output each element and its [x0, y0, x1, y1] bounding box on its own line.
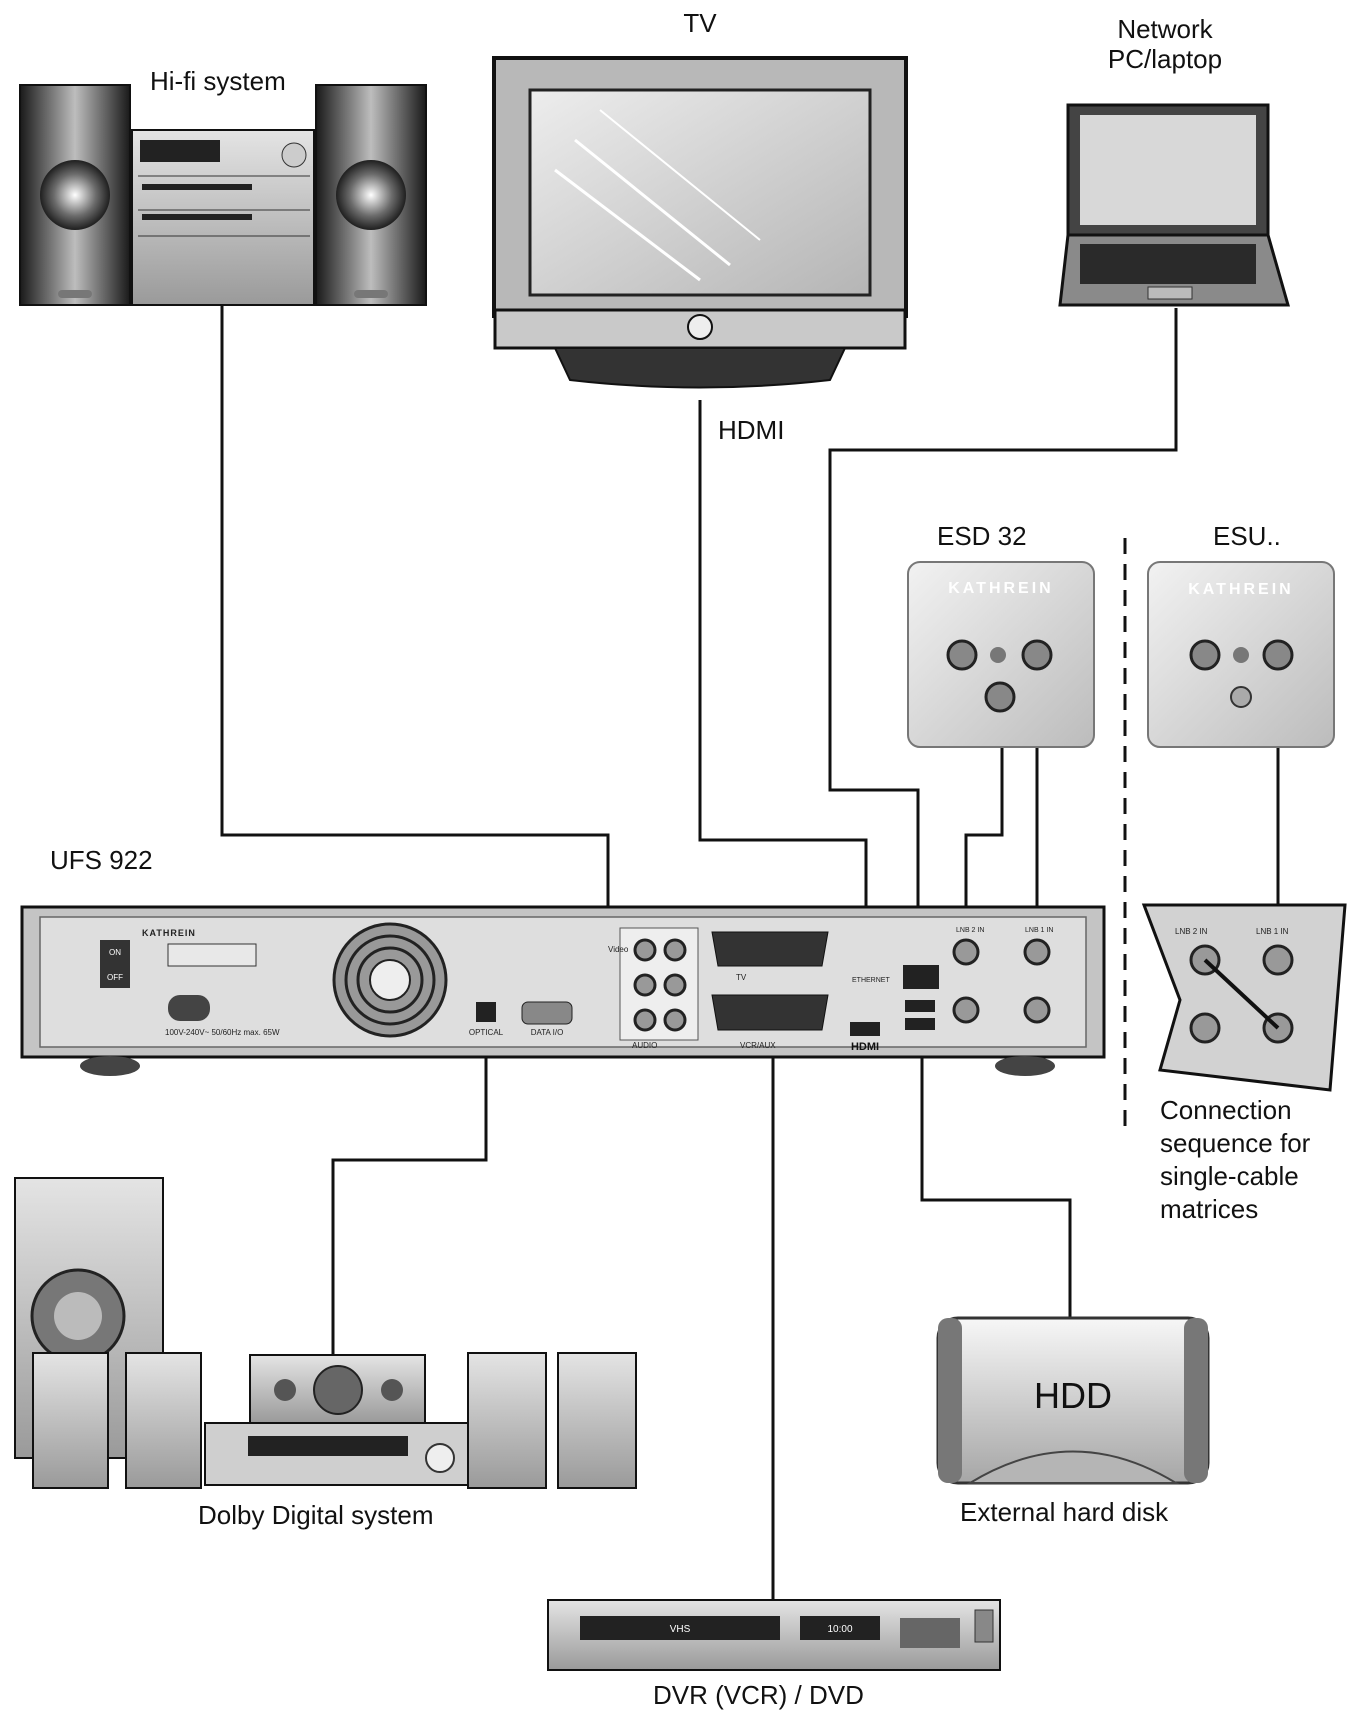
label-ufs922: UFS 922 — [50, 845, 153, 875]
cable-optical — [331, 1010, 488, 1358]
svg-text:100V-240V~ 50/60Hz max. 65W: 100V-240V~ 50/60Hz max. 65W — [165, 1028, 280, 1037]
label-hdmi: HDMI — [718, 415, 785, 445]
esu-socket: KATHREIN — [1147, 561, 1335, 748]
svg-text:TV: TV — [736, 973, 747, 982]
cable-esd-lnb2 — [964, 718, 1004, 925]
svg-text:AUDIO: AUDIO — [632, 1041, 657, 1050]
svg-text:HDMI: HDMI — [851, 1041, 879, 1053]
power-icon — [687, 314, 713, 340]
svg-text:10:00: 10:00 — [827, 1624, 852, 1635]
dvr-vcr: VHS 10:00 — [547, 1599, 1001, 1671]
label-dolby-digital: Dolby Digital system — [198, 1500, 434, 1530]
external-hdd: HDD — [936, 1316, 1210, 1485]
cable-network — [828, 308, 1178, 965]
hifi-system — [19, 84, 427, 306]
ufs922-receiver: ON OFF KATHREIN 100V-240V~ 50/60Hz max. … — [20, 905, 1106, 1076]
label-esd32: ESD 32 — [937, 521, 1027, 551]
svg-text:VCR/AUX: VCR/AUX — [740, 1041, 776, 1050]
svg-text:HDD: HDD — [1034, 1375, 1112, 1416]
svg-text:LNB 1 IN: LNB 1 IN — [1256, 927, 1289, 936]
svg-text:OFF: OFF — [107, 973, 123, 982]
svg-text:Video: Video — [608, 945, 629, 954]
svg-text:VHS: VHS — [670, 1624, 691, 1635]
label-hifi-system: Hi-fi system — [150, 66, 286, 96]
svg-text:OPTICAL: OPTICAL — [469, 1028, 504, 1037]
svg-text:KATHREIN: KATHREIN — [142, 928, 196, 938]
label-dvr-vcr-dvd: DVR (VCR) / DVD — [653, 1680, 864, 1710]
svg-text:LNB 2 IN: LNB 2 IN — [1175, 927, 1208, 936]
label-tv: TV — [683, 8, 717, 38]
esd32-socket: KATHREIN — [907, 561, 1095, 748]
svg-text:ETHERNET: ETHERNET — [852, 977, 890, 984]
cable-usb-hdd — [920, 1030, 1072, 1318]
tv-set — [492, 56, 908, 389]
svg-text:DATA I/O: DATA I/O — [531, 1028, 564, 1037]
label-network-pc: Network PC/laptop — [1107, 14, 1223, 74]
label-connection-sequence: Connection sequence for single-cable mat… — [1160, 1095, 1311, 1224]
dolby-system — [14, 1177, 637, 1489]
svg-text:LNB 1 IN: LNB 1 IN — [1025, 927, 1053, 934]
single-cable-detail: LNB 2 IN LNB 1 IN — [1141, 903, 1347, 1092]
svg-text:KATHREIN: KATHREIN — [948, 580, 1053, 597]
label-external-hard-disk: External hard disk — [960, 1497, 1169, 1527]
laptop — [1058, 103, 1290, 307]
svg-text:LNB 2 IN: LNB 2 IN — [956, 927, 984, 934]
svg-text:ON: ON — [109, 948, 121, 957]
label-esu: ESU.. — [1213, 521, 1281, 551]
svg-text:KATHREIN: KATHREIN — [1188, 581, 1293, 598]
